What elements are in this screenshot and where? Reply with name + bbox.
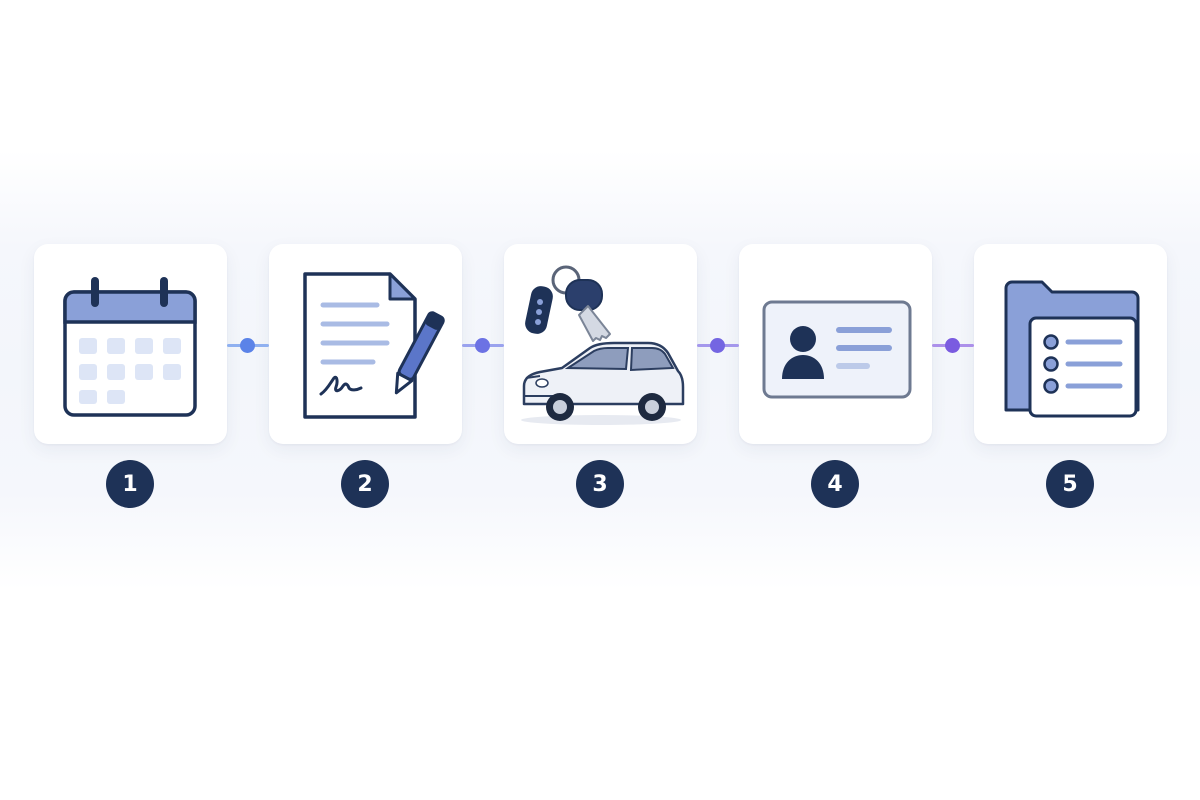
connector-dot — [475, 338, 490, 353]
calendar-icon — [63, 277, 197, 417]
connector-dot — [240, 338, 255, 353]
step-4-card — [739, 244, 932, 444]
step-5-card — [974, 244, 1167, 444]
connector-1-2 — [227, 338, 269, 353]
connector-2-3 — [462, 338, 504, 353]
step-1-card — [34, 244, 227, 444]
step-3-card — [504, 244, 697, 444]
step-1-badge: 1 — [106, 460, 154, 508]
step-3-badge: 3 — [576, 460, 624, 508]
folder-list-icon — [1004, 280, 1140, 418]
signed-document-icon — [303, 272, 445, 419]
id-card-icon — [762, 300, 912, 399]
connector-dot — [945, 338, 960, 353]
step-5-badge: 5 — [1046, 460, 1094, 508]
car-keys-icon — [521, 265, 685, 425]
step-2-badge: 2 — [341, 460, 389, 508]
connector-dot — [710, 338, 725, 353]
step-4-badge: 4 — [811, 460, 859, 508]
step-2-card — [269, 244, 462, 444]
connector-4-5 — [932, 338, 974, 353]
connector-3-4 — [697, 338, 739, 353]
